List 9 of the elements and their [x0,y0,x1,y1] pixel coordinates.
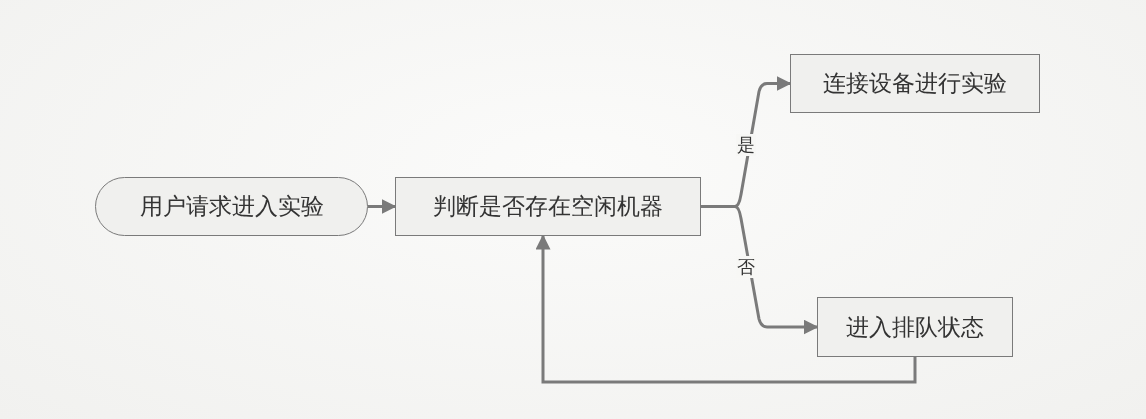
edge-label: 是 [736,134,756,156]
process-box: 判断是否存在空闲机器 [395,177,701,236]
arrow [535,234,917,384]
process-box: 连接设备进行实验 [790,54,1040,113]
process-box: 进入排队状态 [817,297,1013,357]
arrow [368,199,397,214]
arrow [701,205,819,335]
edge-label: 否 [736,255,756,278]
start-terminal: 用户请求进入实验 [95,177,368,236]
